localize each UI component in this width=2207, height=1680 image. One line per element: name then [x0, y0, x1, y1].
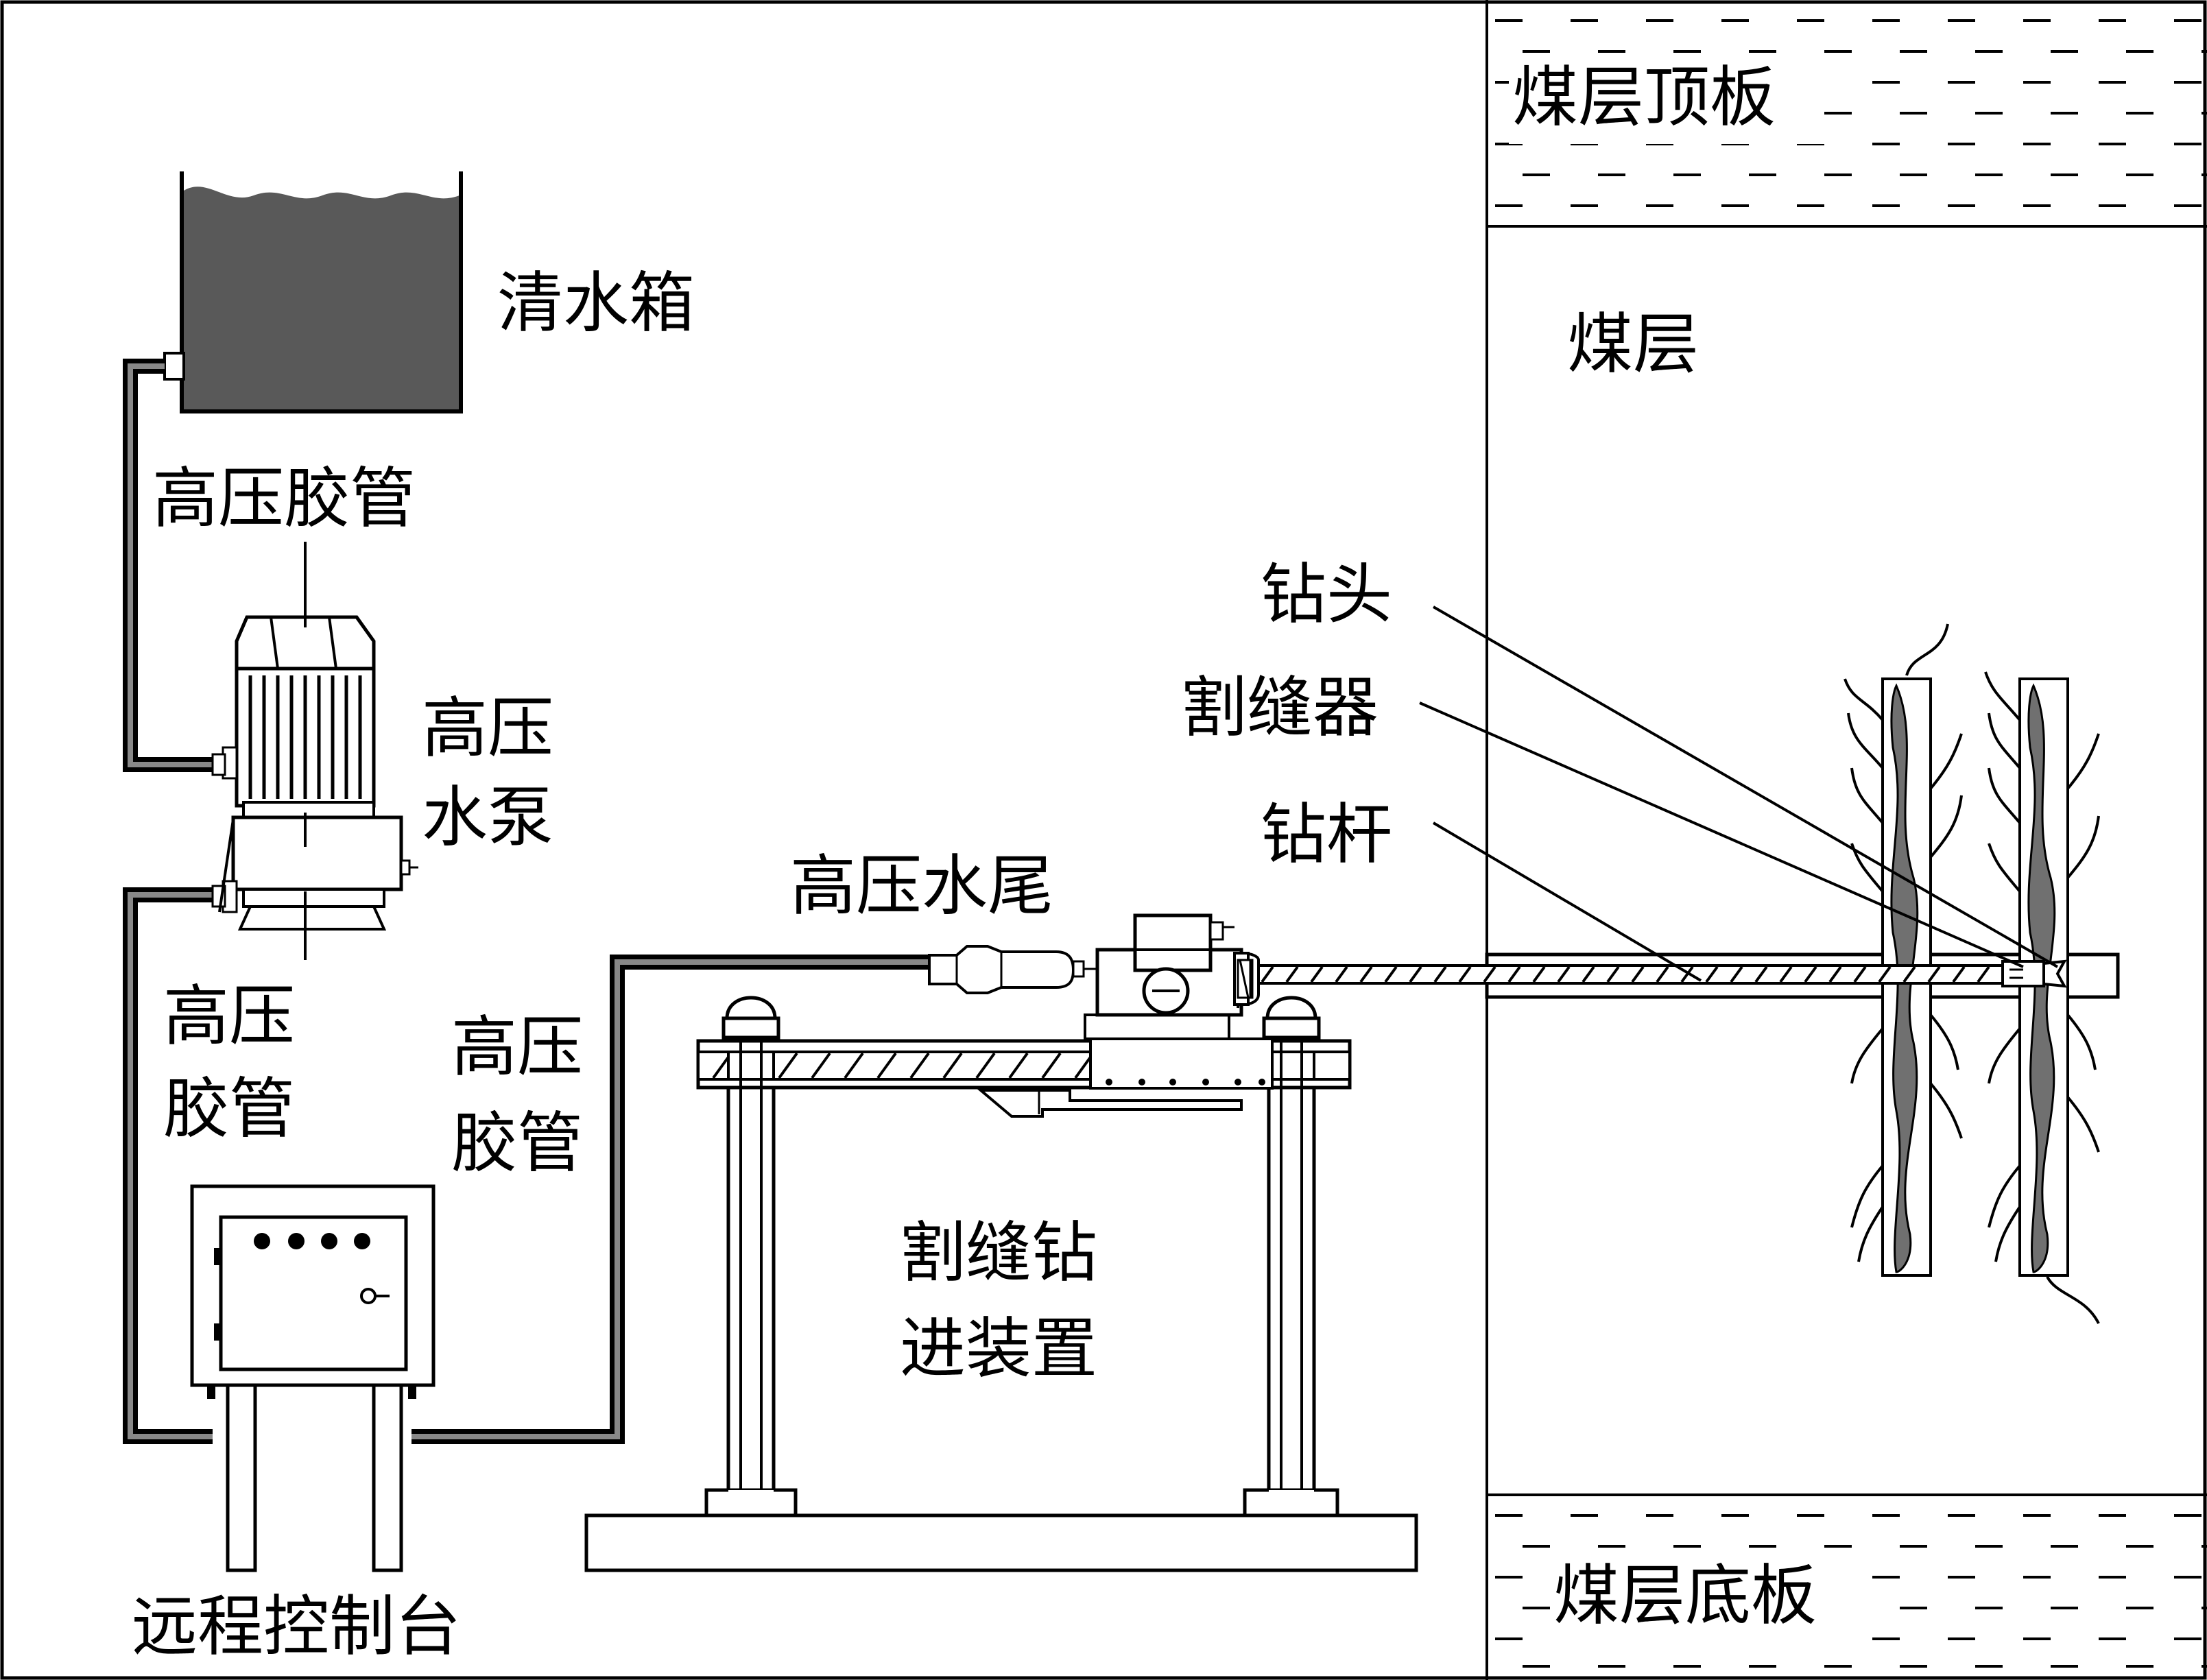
hatch-stroke	[1606, 965, 1620, 983]
hatch-stroke	[1804, 965, 1817, 983]
drill-rod	[1247, 964, 2014, 985]
hatch-stroke	[975, 1052, 996, 1079]
hatch-stroke	[1507, 965, 1521, 983]
coal-strata	[1486, 0, 2207, 1680]
label-water-tank: 清水箱	[497, 265, 695, 341]
hatch-stroke	[1433, 965, 1447, 983]
label-pump-line2: 水泵	[422, 779, 553, 856]
hatch-stroke	[1483, 965, 1496, 983]
hatch-stroke	[876, 1052, 897, 1079]
hatch-stroke	[1582, 965, 1595, 983]
fracture-lines-left	[1844, 623, 1963, 1262]
hatch-stroke	[1705, 965, 1719, 983]
hatch-stroke	[1384, 965, 1398, 983]
slot-left	[1844, 623, 1963, 1277]
roof-label-bg	[1509, 62, 1824, 144]
label-pump-line1: 高压	[422, 690, 553, 767]
label-hose-top: 高压胶管	[152, 460, 416, 537]
floor-label-bg	[1550, 1557, 1865, 1646]
hatch-stroke	[1927, 965, 1941, 983]
leader-drill-rod	[1432, 821, 1702, 982]
hatch-stroke	[1261, 965, 1274, 983]
hatch-stroke	[1532, 965, 1546, 983]
label-hose-left-line1: 高压	[163, 978, 295, 1055]
hatch-stroke	[1828, 965, 1842, 983]
leader-slotter	[1419, 701, 2024, 968]
high-pressure-pump	[211, 542, 418, 960]
hatch-stroke	[1008, 1052, 1029, 1079]
label-drill-bit: 钻头	[1261, 556, 1392, 633]
leader-lines	[1419, 605, 2058, 982]
slotter	[2001, 960, 2045, 987]
hatch-stroke	[1754, 965, 1768, 983]
hatch-stroke	[1977, 965, 1990, 983]
slotting-drill-rig	[584, 913, 1418, 1572]
hatch-stroke	[844, 1052, 864, 1079]
hatch-stroke	[942, 1052, 963, 1079]
tank-outlet	[163, 352, 185, 381]
fracture-lines-right	[1984, 671, 2100, 1324]
drill-bit	[2042, 959, 2067, 988]
label-hose-left-line2: 胶管	[163, 1070, 295, 1147]
label-hose-mid-line2: 胶管	[451, 1105, 583, 1181]
label-swivel: 高压水尾	[790, 848, 1053, 924]
water-tank	[163, 171, 463, 413]
label-slotter: 割缝器	[1181, 669, 1379, 746]
hatch-stroke	[1680, 965, 1694, 983]
leader-drill-bit	[1433, 605, 2058, 968]
label-hose-mid-line1: 高压	[451, 1009, 583, 1085]
hatch-stroke	[1878, 965, 1892, 983]
label-rig-line1: 割缝钻	[900, 1214, 1097, 1291]
label-rig-line2: 进装置	[900, 1310, 1097, 1387]
label-console: 远程控制台	[132, 1588, 461, 1665]
hatch-stroke	[778, 1052, 798, 1079]
hatch-stroke	[1458, 965, 1472, 983]
hatch-stroke	[1631, 965, 1645, 983]
labels: 煤层顶板 煤层 煤层底板 清水箱 高压胶管 高压 水泵 高压 胶管 高压 胶管 …	[132, 59, 1817, 1665]
hatch-stroke	[1359, 965, 1373, 983]
hatch-stroke	[1285, 965, 1299, 983]
hatch-stroke	[1730, 965, 1743, 983]
hatch-stroke	[1310, 965, 1324, 983]
hoses	[123, 359, 933, 1444]
hatch-stroke	[1853, 965, 1867, 983]
rig-post-left	[704, 996, 798, 1517]
label-floor: 煤层底板	[1553, 1557, 1817, 1634]
hatch-stroke	[909, 1052, 930, 1079]
hatch-stroke	[811, 1052, 831, 1079]
hatch-stroke	[1409, 965, 1422, 983]
hatch-stroke	[1557, 965, 1571, 983]
hatch-stroke	[1779, 965, 1793, 983]
hatch-stroke	[1656, 965, 1669, 983]
label-seam: 煤层	[1567, 306, 1699, 383]
remote-console	[190, 1184, 436, 1572]
hatch-stroke	[1952, 965, 1966, 983]
hatch-stroke	[1041, 1052, 1062, 1079]
rig-post-right	[1243, 996, 1339, 1517]
label-roof: 煤层顶板	[1512, 59, 1776, 136]
label-drill-rod: 钻杆	[1261, 796, 1392, 873]
hatch-stroke	[1902, 965, 1916, 983]
hatch-stroke	[1335, 965, 1348, 983]
